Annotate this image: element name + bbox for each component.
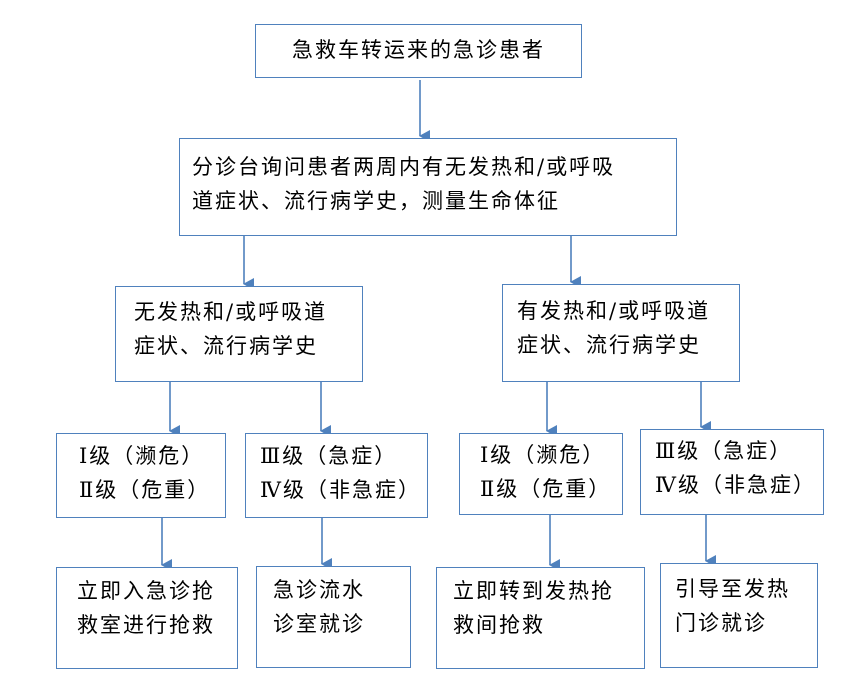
node-fever: 有发热和/或呼吸道 症状、流行病学史: [502, 284, 740, 382]
node-right-rescue-line-1: 立即转到发热抢: [453, 579, 614, 603]
node-right-level-1-2-line-2: Ⅱ级（危重）: [480, 477, 612, 501]
node-left-level-1-2-line-2: Ⅱ级（危重）: [79, 478, 211, 502]
node-left-level-1-2-line-1: Ⅰ级（濒危）: [79, 444, 205, 468]
node-triage-line-2: 道症状、流行病学史，测量生命体征: [192, 189, 560, 213]
node-triage: 分诊台询问患者两周内有无发热和/或呼吸 道症状、流行病学史，测量生命体征: [179, 138, 677, 236]
node-left-level-1-2: Ⅰ级（濒危） Ⅱ级（危重）: [56, 433, 226, 518]
node-right-rescue: 立即转到发热抢 救间抢救: [436, 567, 645, 669]
node-no-fever: 无发热和/或呼吸道 症状、流行病学史: [115, 286, 363, 382]
node-left-flow-clinic-line-2: 诊室就诊: [273, 612, 365, 636]
node-right-level-3-4: Ⅲ级（急症） Ⅳ级（非急症）: [640, 429, 824, 515]
node-left-level-3-4: Ⅲ级（急症） Ⅳ级（非急症）: [245, 433, 428, 518]
node-right-level-1-2-line-1: Ⅰ级（濒危）: [480, 443, 606, 467]
node-right-fever-clinic: 引导至发热 门诊就诊: [660, 563, 818, 668]
node-fever-line-2: 症状、流行病学史: [517, 333, 701, 357]
node-right-fever-clinic-line-2: 门诊就诊: [675, 611, 767, 635]
node-start: 急救车转运来的急诊患者: [255, 24, 582, 78]
node-right-level-3-4-line-2: Ⅳ级（非急症）: [655, 473, 816, 497]
node-left-level-3-4-line-2: Ⅳ级（非急症）: [260, 478, 421, 502]
node-left-level-3-4-line-1: Ⅲ级（急症）: [260, 444, 398, 468]
node-start-line-1: 急救车转运来的急诊患者: [292, 38, 545, 62]
node-left-flow-clinic-line-1: 急诊流水: [273, 578, 365, 602]
node-right-rescue-line-2: 救间抢救: [453, 613, 545, 637]
node-triage-line-1: 分诊台询问患者两周内有无发热和/或呼吸: [192, 155, 616, 179]
node-right-level-1-2: Ⅰ级（濒危） Ⅱ级（危重）: [459, 433, 623, 515]
node-no-fever-line-1: 无发热和/或呼吸道: [134, 300, 328, 324]
node-no-fever-line-2: 症状、流行病学史: [134, 334, 318, 358]
node-right-fever-clinic-line-1: 引导至发热: [675, 577, 790, 601]
node-left-flow-clinic: 急诊流水 诊室就诊: [256, 566, 411, 668]
node-left-rescue-line-2: 救室进行抢救: [77, 613, 215, 637]
node-right-level-3-4-line-1: Ⅲ级（急症）: [655, 439, 793, 463]
node-fever-line-1: 有发热和/或呼吸道: [517, 299, 711, 323]
node-left-rescue-line-1: 立即入急诊抢: [77, 579, 215, 603]
node-left-rescue: 立即入急诊抢 救室进行抢救: [56, 567, 238, 669]
